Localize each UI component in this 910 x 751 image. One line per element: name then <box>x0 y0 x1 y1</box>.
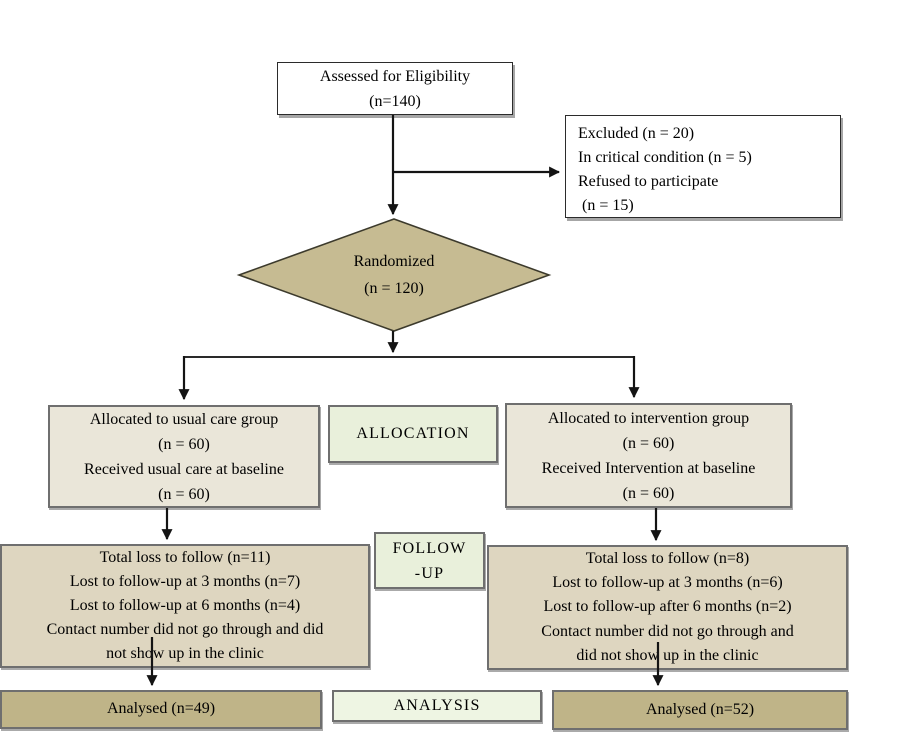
followup-usual-line-2: Lost to follow-up at 3 months (n=7) <box>69 572 301 590</box>
usual-care-line-2: (n = 60) <box>158 435 210 453</box>
intervention-line-2: (n = 60) <box>622 434 675 452</box>
analysed-usual-label: Analysed (n=49) <box>106 700 216 718</box>
randomized-label: Randomized (n = 120) <box>294 247 494 303</box>
excluded-line-1: Excluded (n = 20) <box>578 125 695 142</box>
excluded-box: Excluded (n = 20) In critical condition … <box>565 115 841 218</box>
intervention-line-4: (n = 60) <box>622 484 675 502</box>
analysed-intervention-box: Analysed (n=52) <box>552 690 848 730</box>
followup-int-line-3: Lost to follow-up after 6 months (n=2) <box>543 598 792 616</box>
usual-care-line-1: Allocated to usual care group <box>89 410 279 428</box>
intervention-line-3: Received Intervention at baseline <box>541 459 756 477</box>
followup-usual-line-4: Contact number did not go through and di… <box>46 621 324 639</box>
excluded-line-3: Refused to participate <box>578 173 719 190</box>
followup-stage-line-1: FOLLOW <box>392 539 467 557</box>
followup-intervention-box: Total loss to follow (n=8) Lost to follo… <box>487 545 848 670</box>
followup-stage-box: FOLLOW -UP <box>374 532 485 589</box>
usual-care-line-4: (n = 60) <box>158 485 210 503</box>
excluded-line-2: In critical condition (n = 5) <box>578 149 752 166</box>
usual-care-allocation-box: Allocated to usual care group (n = 60) R… <box>48 405 320 508</box>
followup-int-line-1: Total loss to follow (n=8) <box>585 550 750 567</box>
followup-usual-line-3: Lost to follow-up at 6 months (n=4) <box>69 596 301 614</box>
allocation-stage-label: ALLOCATION <box>356 424 470 442</box>
eligibility-line-2: (n=140) <box>369 92 421 110</box>
excluded-line-4: (n = 15) <box>578 197 634 214</box>
randomized-line-2: (n = 120) <box>364 280 424 297</box>
followup-usual-care-box: Total loss to follow (n=11) Lost to foll… <box>0 544 370 668</box>
analysis-stage-box: ANALYSIS <box>332 690 542 722</box>
followup-int-line-4: Contact number did not go through and <box>541 622 794 640</box>
intervention-allocation-box: Allocated to intervention group (n = 60)… <box>505 403 792 508</box>
intervention-line-1: Allocated to intervention group <box>547 409 750 427</box>
followup-usual-line-5: not show up in the clinic <box>106 645 264 663</box>
followup-int-line-2: Lost to follow-up at 3 months (n=6) <box>552 574 783 592</box>
analysed-intervention-label: Analysed (n=52) <box>645 700 755 718</box>
followup-usual-line-1: Total loss to follow (n=11) <box>99 548 271 566</box>
followup-int-line-5: did not show up in the clinic <box>576 646 759 664</box>
analysed-usual-care-box: Analysed (n=49) <box>0 690 322 729</box>
usual-care-line-3: Received usual care at baseline <box>84 460 284 478</box>
eligibility-box: Assessed for Eligibility (n=140) <box>277 62 513 115</box>
followup-stage-line-2: -UP <box>414 564 445 582</box>
allocation-stage-box: ALLOCATION <box>328 405 498 463</box>
eligibility-line-1: Assessed for Eligibility <box>319 67 471 85</box>
randomized-line-1: Randomized <box>353 253 435 270</box>
analysis-stage-label: ANALYSIS <box>393 696 481 714</box>
